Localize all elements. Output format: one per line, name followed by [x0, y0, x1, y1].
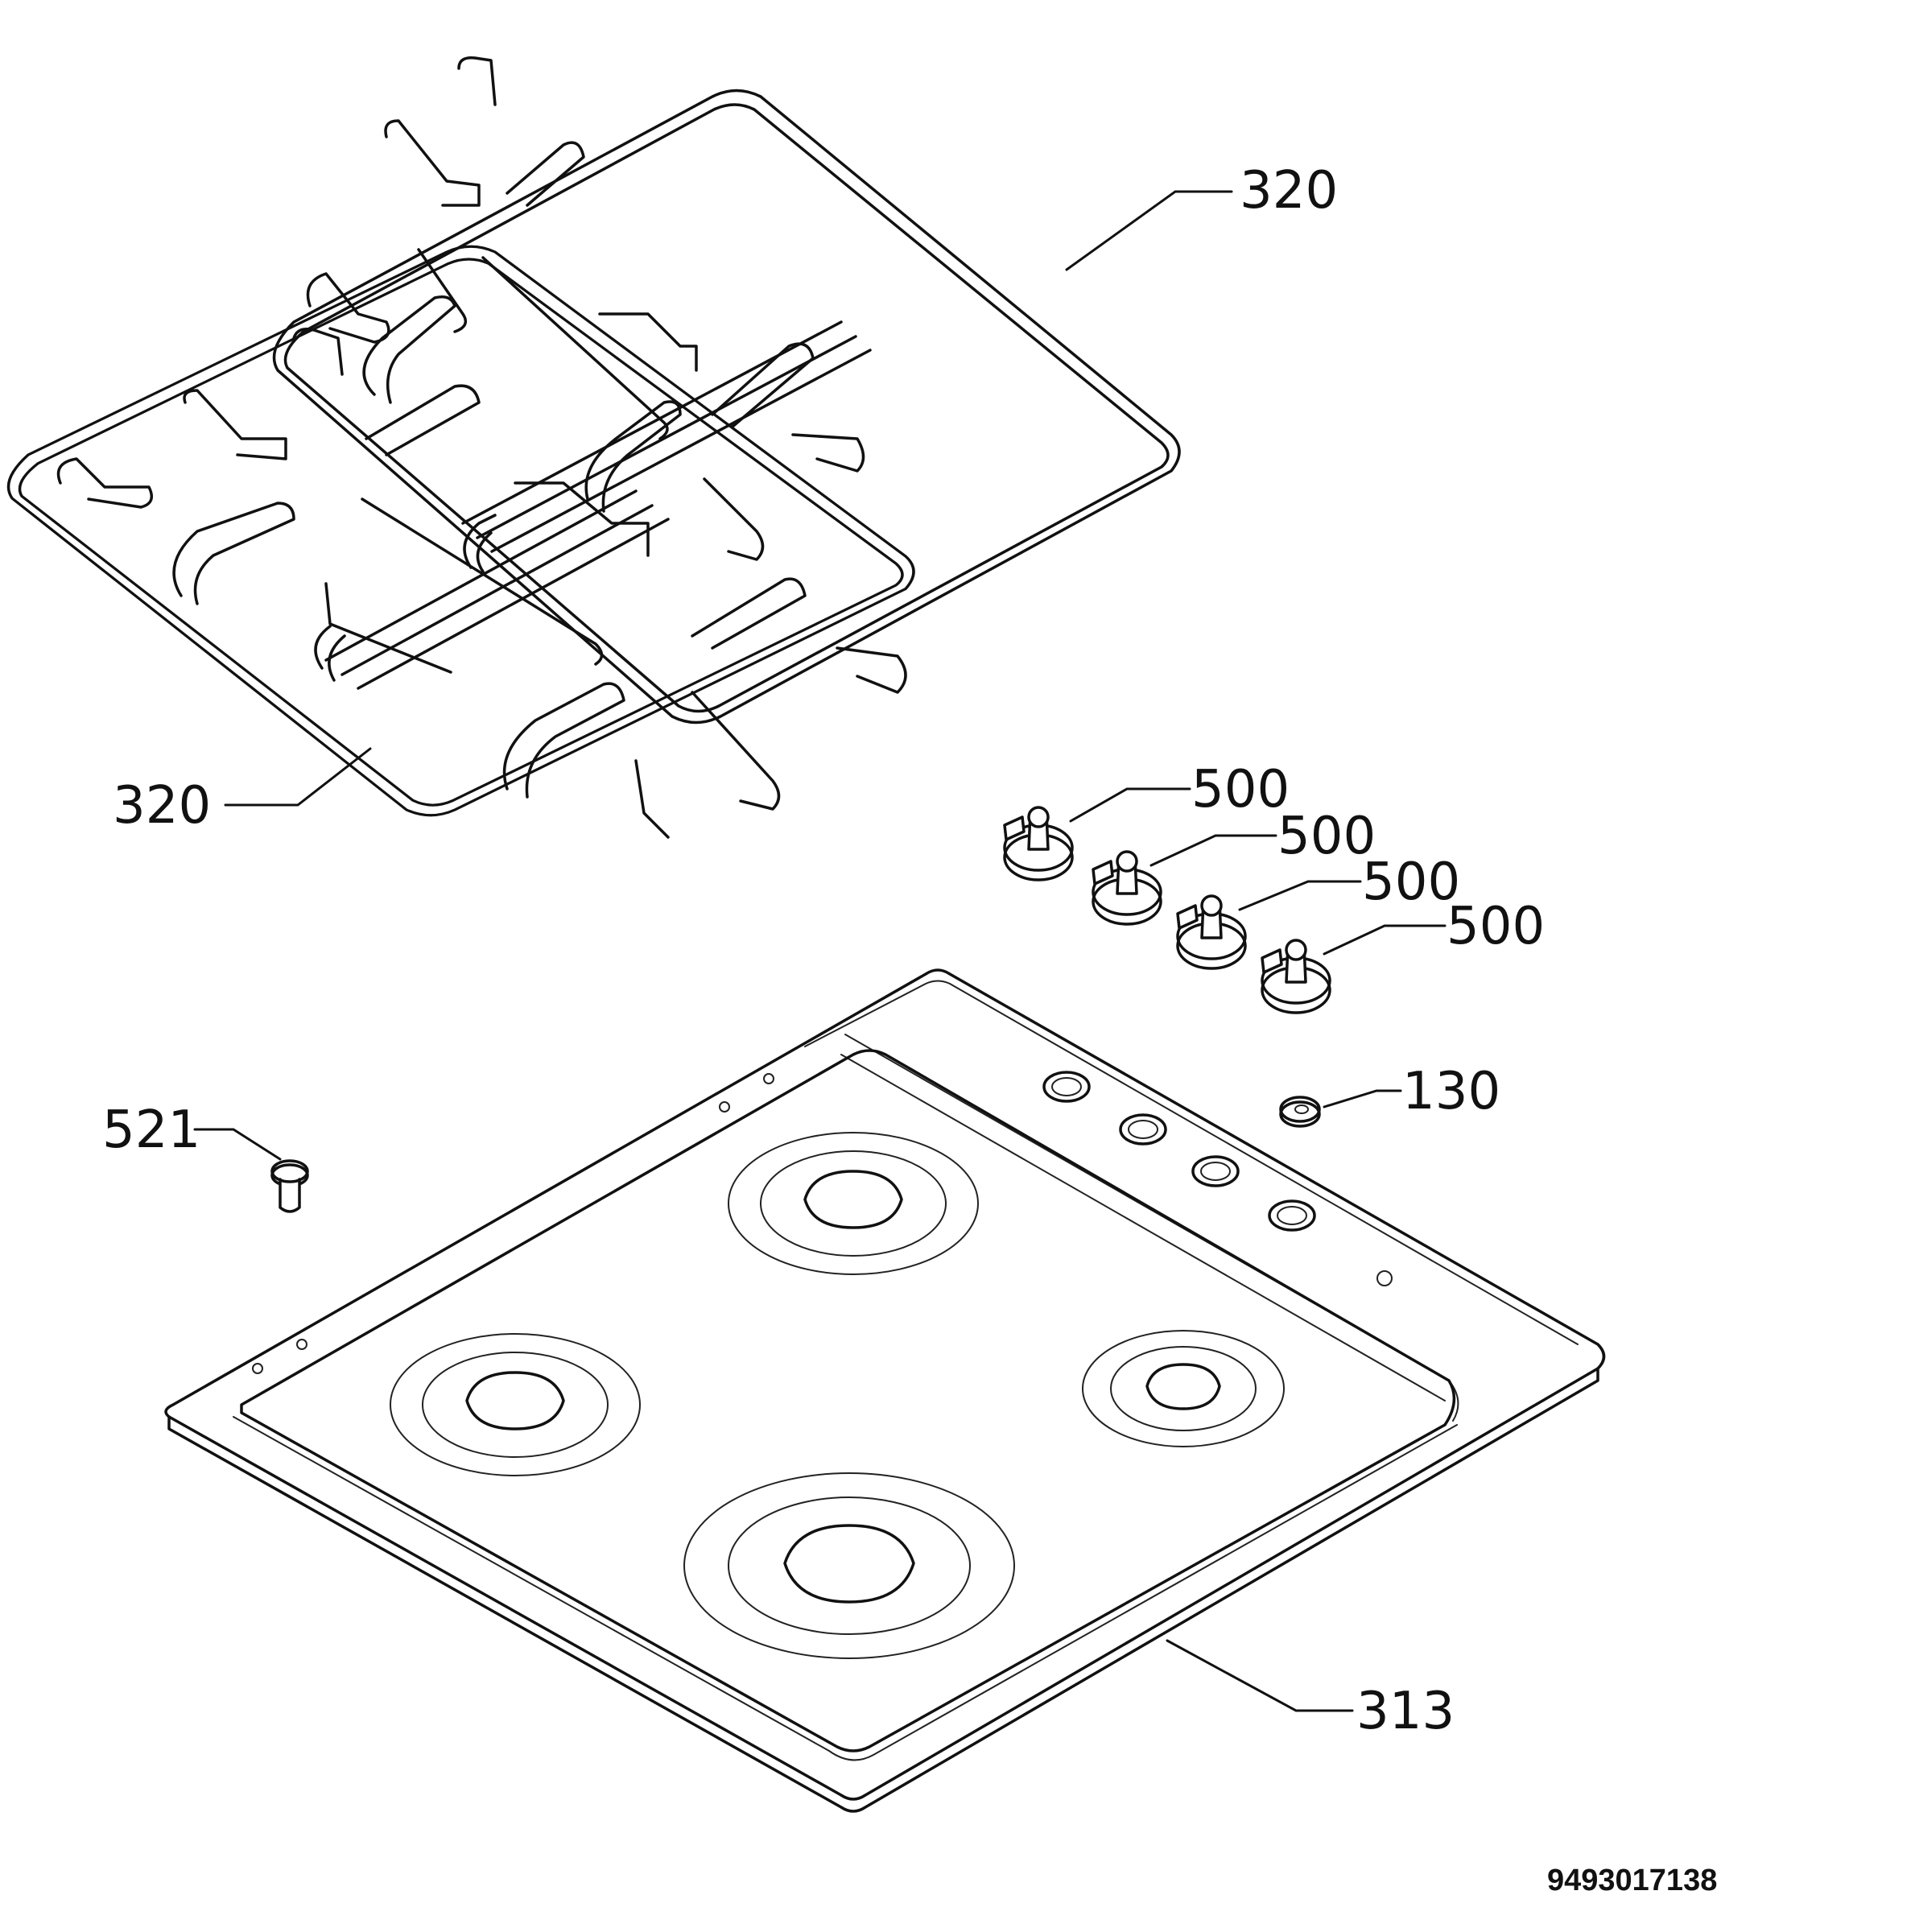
callout-screw: 521 [102, 1100, 200, 1160]
callout-knob-1: 500 [1191, 760, 1290, 819]
leader-knob-3 [1238, 880, 1362, 911]
pan-support-grate-front [6, 245, 915, 839]
callout-grate-bottom: 320 [113, 776, 211, 836]
pan-support-grate-rear [272, 56, 1181, 724]
callout-knob-2: 500 [1277, 807, 1376, 866]
callout-grate-top: 320 [1240, 161, 1338, 221]
burner-front-left [390, 1333, 641, 1476]
control-knob-3 [1176, 894, 1247, 970]
screw [270, 1159, 309, 1213]
callout-knob-4: 500 [1447, 897, 1545, 956]
callout-grommet: 130 [1402, 1062, 1500, 1121]
leader-grommet [1323, 1089, 1402, 1108]
leader-lines [193, 190, 1447, 1712]
leader-grate-bottom [224, 747, 372, 807]
leader-hob-top [1166, 1639, 1354, 1712]
leader-grate-top [1065, 190, 1233, 271]
control-knob-1 [1003, 806, 1074, 881]
document-number: 9493017138 [1547, 1864, 1717, 1897]
burner-front-right [683, 1472, 1015, 1659]
leader-knob-1 [1069, 787, 1191, 823]
callout-hob-top: 313 [1356, 1682, 1455, 1741]
leader-knob-2 [1149, 834, 1277, 867]
burner-rear-left [728, 1132, 979, 1275]
leader-screw [193, 1128, 282, 1161]
burner-rear-right [1082, 1330, 1285, 1447]
control-knob-2 [1092, 850, 1162, 926]
grommet [1279, 1096, 1321, 1128]
hob-top-plate [164, 968, 1606, 1813]
leader-knob-4 [1323, 924, 1447, 956]
callout-knob-3: 500 [1362, 852, 1460, 912]
control-knob-4 [1261, 939, 1331, 1014]
